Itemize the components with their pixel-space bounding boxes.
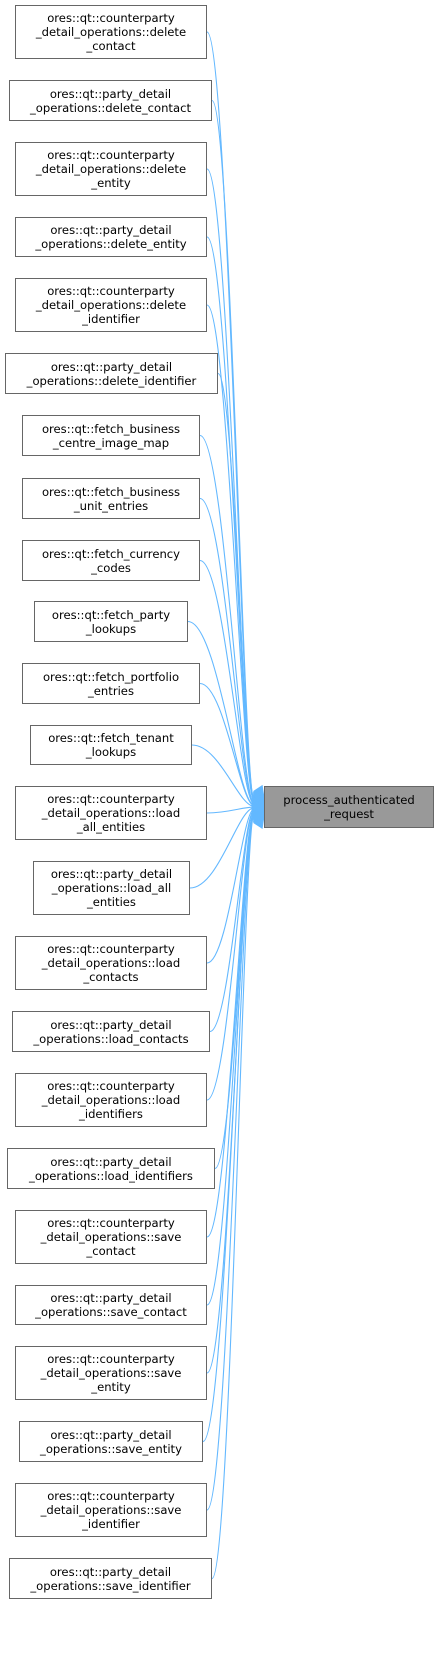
caller-node[interactable]: ores::qt::party_detail _operations::save… [9,1558,212,1599]
target-function-label: process_authenticated _request [283,793,415,821]
call-edge [209,809,255,1033]
caller-node[interactable]: ores::qt::counterparty _detail_operation… [15,1073,207,1127]
call-edge [199,559,255,805]
call-edge [206,814,255,1511]
caller-label: ores::qt::fetch_currency _codes [41,546,181,575]
caller-label: ores::qt::party_detail _operations::save… [30,1564,191,1593]
call-edge [206,809,255,1101]
caller-node[interactable]: ores::qt::party_detail _operations::dele… [5,353,218,394]
caller-label: ores::qt::fetch_tenant _lookups [48,731,174,759]
caller-label: ores::qt::fetch_business _unit_entries [41,484,181,513]
caller-label: ores::qt::party_detail _operations::load… [29,1154,193,1183]
call-edge [191,744,255,807]
caller-node[interactable]: ores::qt::counterparty _detail_operation… [15,278,207,332]
call-edge [189,807,255,889]
caller-label: ores::qt::fetch_portfolio _entries [42,669,180,698]
caller-label: ores::qt::counterparty _detail_operation… [41,1079,181,1121]
caller-label: ores::qt::party_detail _operations::dele… [29,86,192,115]
caller-label: ores::qt::counterparty _detail_operation… [35,284,187,326]
caller-node[interactable]: ores::qt::party_detail _operations::dele… [9,80,212,121]
caller-node[interactable]: ores::qt::fetch_business _centre_image_m… [22,415,200,456]
call-edge [206,808,255,964]
caller-label: ores::qt::counterparty _detail_operation… [41,942,181,984]
caller-node[interactable]: ores::qt::counterparty _detail_operation… [15,142,207,196]
caller-node[interactable]: ores::qt::party_detail _operations::save… [19,1421,203,1462]
caller-label: ores::qt::counterparty _detail_operation… [40,1352,182,1394]
call-edge [202,814,255,1443]
call-edge [206,806,255,814]
caller-node[interactable]: ores::qt::fetch_tenant _lookups [30,725,192,765]
caller-label: ores::qt::fetch_party _lookups [51,607,171,636]
caller-node[interactable]: ores::qt::fetch_party _lookups [34,601,188,642]
caller-node[interactable]: ores::qt::counterparty _detail_operation… [15,1483,207,1537]
caller-node[interactable]: ores::qt::counterparty _detail_operation… [15,5,207,59]
caller-node[interactable]: ores::qt::party_detail _operations::load… [12,1011,210,1052]
call-edge [211,99,255,800]
caller-label: ores::qt::counterparty _detail_operation… [35,148,187,190]
caller-node[interactable]: ores::qt::party_detail _operations::load… [33,861,190,915]
call-edge [217,372,255,803]
caller-label: ores::qt::counterparty _detail_operation… [41,792,181,834]
caller-label: ores::qt::party_detail _operations::save… [35,1291,187,1319]
caller-node[interactable]: ores::qt::fetch_portfolio _entries [22,663,200,704]
call-edge [206,811,255,1238]
caller-label: ores::qt::counterparty _detail_operation… [40,1489,182,1531]
caller-node[interactable]: ores::qt::counterparty _detail_operation… [15,786,207,840]
call-edge [199,497,255,804]
caller-node[interactable]: ores::qt::fetch_currency _codes [22,540,200,581]
caller-label: ores::qt::party_detail _operations::load… [50,867,173,909]
caller-node[interactable]: ores::qt::party_detail _operations::dele… [15,217,207,257]
call-edge [211,815,255,1580]
call-edge [199,434,255,804]
caller-node[interactable]: ores::qt::fetch_business _unit_entries [22,478,200,519]
target-function-node[interactable]: process_authenticated _request [264,786,434,828]
caller-label: ores::qt::party_detail _operations::dele… [35,223,187,251]
caller-node[interactable]: ores::qt::party_detail _operations::save… [15,1285,207,1325]
call-edge [206,304,255,802]
call-edge [199,682,255,807]
caller-node[interactable]: ores::qt::counterparty _detail_operation… [15,1346,207,1400]
caller-label: ores::qt::counterparty _detail_operation… [35,11,187,53]
caller-label: ores::qt::party_detail _operations::dele… [26,359,197,388]
caller-node[interactable]: ores::qt::counterparty _detail_operation… [15,936,207,990]
caller-label: ores::qt::counterparty _detail_operation… [40,1216,182,1258]
arrow-head [252,815,265,830]
caller-label: ores::qt::party_detail _operations::load… [33,1017,189,1046]
caller-label: ores::qt::party_detail _operations::save… [40,1427,182,1456]
caller-label: ores::qt::fetch_business _centre_image_m… [41,421,181,450]
caller-node[interactable]: ores::qt::party_detail _operations::load… [7,1148,215,1189]
call-edge [206,168,255,800]
caller-node[interactable]: ores::qt::counterparty _detail_operation… [15,1210,207,1264]
